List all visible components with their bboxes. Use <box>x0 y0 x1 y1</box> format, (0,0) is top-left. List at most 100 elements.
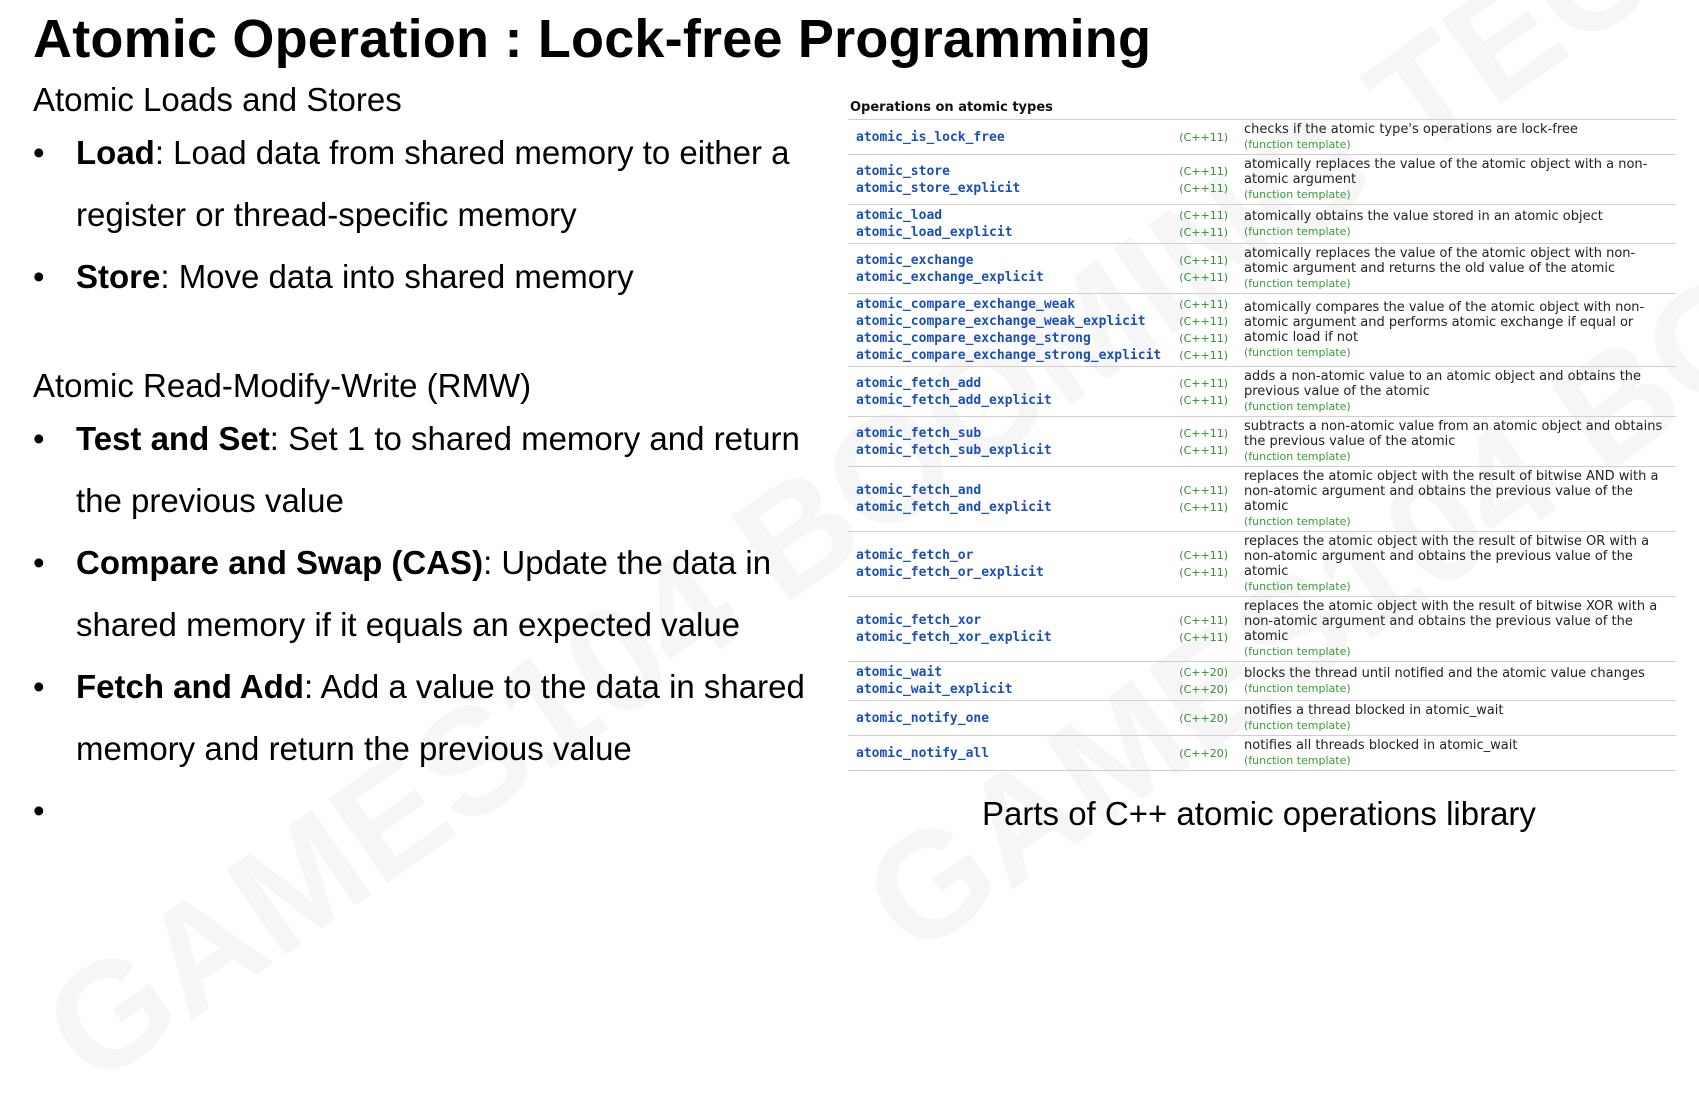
function-link[interactable]: atomic_fetch_sub_explicit <box>856 442 1052 458</box>
function-names-cell: atomic_notify_one(C++20) <box>848 700 1236 736</box>
bullet-text: : Update the data in shared memory if it… <box>76 544 772 643</box>
ops-table-row: atomic_notify_all(C++20) notifies all thr… <box>848 735 1676 771</box>
function-description: subtracts a non-atomic value from an ato… <box>1244 419 1663 449</box>
function-link[interactable]: atomic_compare_exchange_weak_explicit <box>856 314 1146 329</box>
standard-version-badge: (C++11) <box>1179 209 1228 222</box>
ops-table-row: atomic_fetch_add(C++11)atomic_fetch_add_… <box>848 366 1676 417</box>
ops-table-row: atomic_wait (C++20)atomic_wait_explicit (C… <box>848 661 1676 701</box>
atomic-operations-table-panel: Operations on atomic types atomic_is_loc… <box>848 100 1676 771</box>
standard-version-badge: (C++11) <box>1179 130 1228 144</box>
ops-table-row: atomic_store(C++11)atomic_store_explicit… <box>848 154 1676 205</box>
standard-version-badge: (C++11) <box>1179 298 1228 311</box>
function-description-cell: adds a non-atomic value to an atomic obj… <box>1236 366 1676 417</box>
standard-version-badge: (C++11) <box>1179 181 1228 195</box>
function-description: adds a non-atomic value to an atomic obj… <box>1244 369 1642 399</box>
bullet-term: Compare and Swap (CAS) <box>76 544 484 581</box>
function-link[interactable]: atomic_fetch_and <box>856 483 982 498</box>
function-link[interactable]: atomic_fetch_and_explicit <box>856 500 1052 515</box>
ops-table: atomic_is_lock_free (C++11) checks if the … <box>848 119 1676 771</box>
function-link[interactable]: atomic_compare_exchange_strong <box>856 331 1091 346</box>
function-description: atomically replaces the value of the ato… <box>1244 246 1636 276</box>
function-link[interactable]: atomic_notify_one <box>856 710 990 726</box>
function-description: replaces the atomic object with the resu… <box>1244 599 1658 644</box>
standard-version-badge: (C++11) <box>1179 443 1228 457</box>
bullet-text: : Move data into shared memory <box>160 258 634 295</box>
function-description: atomically compares the value of the ato… <box>1244 300 1645 345</box>
standard-version-badge: (C++11) <box>1179 393 1228 407</box>
function-link[interactable]: atomic_compare_exchange_weak <box>856 297 1076 312</box>
function-entry: atomic_fetch_and (C++11) <box>856 482 1228 499</box>
function-template-note: (function template) <box>1244 580 1351 593</box>
function-description-cell: replaces the atomic object with the resu… <box>1236 531 1676 597</box>
function-entry: atomic_compare_exchange_weak (C++11) <box>856 296 1228 313</box>
function-entry: atomic_fetch_xor_explicit(C++11) <box>856 629 1228 646</box>
function-names-cell: atomic_exchange (C++11) atomic_exchange_ex… <box>848 243 1236 294</box>
standard-version-badge: (C++11) <box>1179 253 1228 267</box>
bullet-term: Fetch and Add <box>76 668 304 705</box>
function-description-cell: atomically obtains the value stored in a… <box>1236 204 1676 244</box>
standard-version-badge: (C++11) <box>1179 270 1228 284</box>
function-entry: atomic_wait (C++20) <box>856 664 1228 681</box>
bullet-term: Load <box>76 134 155 171</box>
function-link[interactable]: atomic_load_explicit <box>856 225 1013 240</box>
function-link[interactable]: atomic_fetch_or <box>856 548 974 563</box>
standard-version-badge: (C++11) <box>1179 349 1228 362</box>
function-description-cell: replaces the atomic object with the resu… <box>1236 466 1676 532</box>
bullet-text: : Add a value to the data in shared memo… <box>76 668 805 767</box>
function-entry: atomic_compare_exchange_weak_explicit(C+… <box>856 313 1228 330</box>
function-description-cell: atomically replaces the value of the ato… <box>1236 154 1676 205</box>
function-entry: atomic_fetch_xor (C++11) <box>856 612 1228 629</box>
function-link[interactable]: atomic_wait_explicit <box>856 682 1013 697</box>
function-entry: atomic_load_explicit (C++11) <box>856 224 1228 241</box>
function-link[interactable]: atomic_store_explicit <box>856 180 1021 196</box>
function-link[interactable]: atomic_store <box>856 163 950 179</box>
function-link[interactable]: atomic_exchange_explicit <box>856 269 1044 285</box>
function-link[interactable]: atomic_notify_all <box>856 745 990 761</box>
figure-caption: Parts of C++ atomic operations library <box>982 795 1536 832</box>
function-description-cell: notifies all threads blocked in atomic_w… <box>1236 735 1676 771</box>
ops-table-title: Operations on atomic types <box>850 100 1053 115</box>
function-names-cell: atomic_notify_all(C++20) <box>848 735 1236 771</box>
ops-table-row: atomic_compare_exchange_weak(C++11)atomi… <box>848 293 1676 367</box>
function-entry: atomic_compare_exchange_strong_explicit (… <box>856 347 1228 364</box>
function-entry: atomic_fetch_and_explicit(C++11) <box>856 499 1228 516</box>
function-link[interactable]: atomic_exchange <box>856 252 974 268</box>
function-entry: atomic_compare_exchange_strong (C++11) <box>856 330 1228 347</box>
function-entry: atomic_notify_one(C++20) <box>856 710 1228 727</box>
function-link[interactable]: atomic_load <box>856 208 943 223</box>
bullet-cas: Compare and Swap (CAS): Update the data … <box>33 532 853 656</box>
section-heading-rmw: Atomic Read-Modify-Write (RMW) <box>33 367 532 404</box>
ops-table-row: atomic_exchange (C++11) atomic_exchange_ex… <box>848 243 1676 294</box>
function-description: atomically obtains the value stored in a… <box>1244 209 1603 224</box>
standard-version-badge: (C++11) <box>1179 226 1228 239</box>
function-link[interactable]: atomic_fetch_xor <box>856 613 982 628</box>
function-entry: atomic_store(C++11) <box>856 163 1228 180</box>
function-template-note: (function template) <box>1244 719 1351 732</box>
standard-version-badge: (C++11) <box>1179 614 1228 627</box>
function-entry: atomic_notify_all(C++20) <box>856 745 1228 762</box>
function-template-note: (function template) <box>1244 188 1351 201</box>
standard-version-badge: (C++11) <box>1179 484 1228 497</box>
function-description: notifies all threads blocked in atomic_w… <box>1244 738 1518 753</box>
standard-version-badge: (C++11) <box>1179 332 1228 345</box>
bullet-list-loads-stores: Load: Load data from shared memory to ei… <box>33 122 853 308</box>
function-link[interactable]: atomic_fetch_add <box>856 375 982 391</box>
function-entry: atomic_load (C++11) <box>856 207 1228 224</box>
function-entry: atomic_fetch_add(C++11) <box>856 375 1228 392</box>
ops-table-row: atomic_fetch_or(C++11)atomic_fetch_or_ex… <box>848 531 1676 597</box>
bullet-text: : Set 1 to shared memory and return the … <box>76 420 800 519</box>
function-link[interactable]: atomic_fetch_xor_explicit <box>856 630 1052 645</box>
function-entry: atomic_exchange (C++11) <box>856 252 1228 269</box>
function-description-cell: checks if the atomic type's operations a… <box>1236 119 1676 155</box>
function-template-note: (function template) <box>1244 400 1351 413</box>
function-link[interactable]: atomic_wait <box>856 665 943 680</box>
function-link[interactable]: atomic_compare_exchange_strong_explicit <box>856 348 1162 363</box>
function-link[interactable]: atomic_fetch_sub <box>856 425 982 441</box>
function-names-cell: atomic_fetch_and (C++11) atomic_fetch_and_… <box>848 466 1236 532</box>
function-entry: atomic_fetch_sub_explicit (C++11) <box>856 442 1228 459</box>
function-description-cell: atomically replaces the value of the ato… <box>1236 243 1676 294</box>
function-link[interactable]: atomic_fetch_add_explicit <box>856 392 1052 408</box>
function-link[interactable]: atomic_is_lock_free <box>856 129 1005 145</box>
standard-version-badge: (C++20) <box>1179 666 1228 679</box>
function-link[interactable]: atomic_fetch_or_explicit <box>856 565 1044 580</box>
